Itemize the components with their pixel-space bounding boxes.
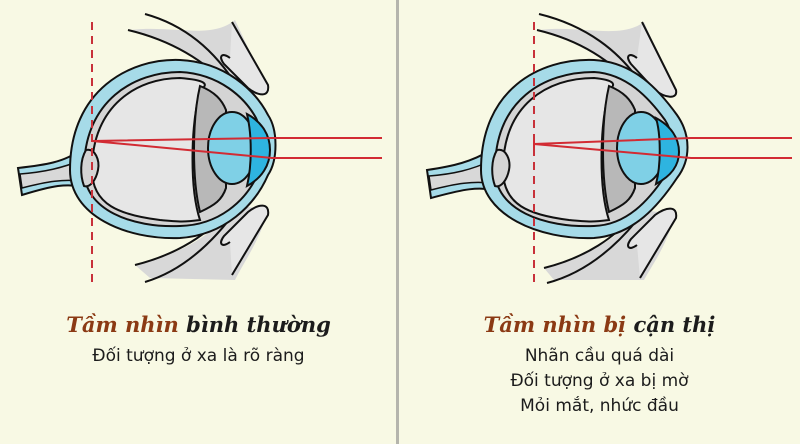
- caption-title: Tầm nhìn bình thường: [66, 312, 331, 337]
- caption-line: Mỏi mắt, nhức đầu: [520, 396, 679, 416]
- caption-line: Nhãn cầu quá dài: [524, 346, 675, 366]
- myopia-panel: Tầm nhìn bị cận thị Nhãn cầu quá dài Đối…: [399, 0, 800, 444]
- normal-eye-diagram: [16, 13, 382, 285]
- normal-vision-panel: Tầm nhìn bình thường Đối tượng ở xa là r…: [0, 0, 397, 444]
- caption-line: Đối tượng ở xa bị mờ: [510, 371, 689, 391]
- caption-line: Đối tượng ở xa là rõ ràng: [92, 346, 305, 366]
- light-rays: [91, 137, 382, 159]
- caption-title: Tầm nhìn bị cận thị: [483, 312, 716, 337]
- cornea: [245, 112, 272, 188]
- myopia-caption: Tầm nhìn bị cận thị Nhãn cầu quá dài Đối…: [399, 312, 800, 419]
- normal-vision-caption: Tầm nhìn bình thường Đối tượng ở xa là r…: [0, 312, 397, 369]
- myopic-eye-diagram: [425, 13, 792, 285]
- panel-divider: [396, 0, 399, 444]
